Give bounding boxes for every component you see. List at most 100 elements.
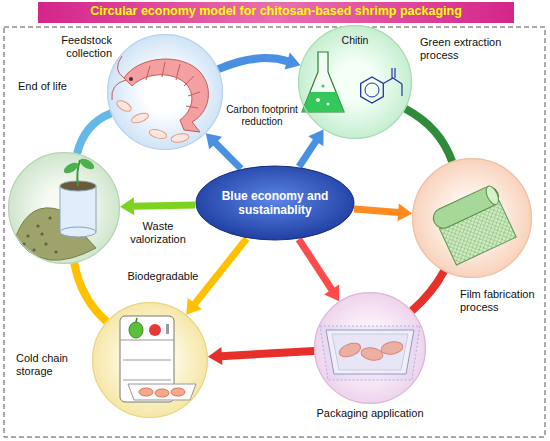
- arrow-head: [308, 130, 323, 147]
- circle-outline: [9, 153, 120, 264]
- circle-outline: [412, 158, 532, 278]
- flask-picture: [302, 52, 402, 112]
- illustration-part: [166, 324, 169, 334]
- circle-outline: [93, 303, 208, 418]
- illustration-part: [62, 161, 80, 176]
- illustration-part: [302, 52, 344, 112]
- stage-disc: [298, 25, 412, 139]
- connector-line: [194, 239, 246, 305]
- circle-outline: [92, 302, 208, 418]
- arrow-head: [398, 203, 413, 221]
- tray-picture: [320, 326, 420, 380]
- illustration-part: [149, 324, 161, 336]
- fridge-picture: [120, 316, 196, 402]
- compost-picture: [16, 157, 96, 261]
- illustration-part: [171, 388, 185, 396]
- illustration-part: [60, 186, 96, 232]
- hub-ellipse-shape: [196, 166, 354, 240]
- illustration-part: [60, 227, 96, 237]
- circle-outline: [299, 26, 412, 139]
- illustration-part: [365, 83, 379, 97]
- illustration-part: [139, 388, 153, 396]
- stage-circle: Packaging application: [314, 292, 426, 404]
- connector-line: [133, 205, 195, 206]
- circle-outline: [107, 34, 223, 150]
- illustration-part: [120, 340, 174, 380]
- dashed-frame: [4, 27, 545, 437]
- connector-label: Biodegradable: [121, 270, 205, 283]
- connector-line: [221, 351, 314, 356]
- arrow-head: [120, 197, 134, 215]
- illustration-part: [36, 224, 39, 227]
- illustration-part: [40, 232, 43, 235]
- illustration-part: [130, 111, 150, 125]
- circle-outline: [108, 35, 223, 150]
- stage-circle: Feedstock collection: [107, 34, 223, 150]
- circle-outline: [413, 159, 532, 278]
- connector-label: Waste valorization: [126, 220, 190, 246]
- connector-line: [299, 239, 332, 290]
- connector-line: [215, 142, 241, 168]
- stage-circle: Film fabrication process: [412, 158, 532, 278]
- illustration-part: [148, 128, 167, 140]
- connector-arrow: [354, 203, 412, 221]
- connector-arrow: [120, 197, 195, 215]
- illustration-part: [78, 157, 96, 172]
- illustration-part: [322, 85, 325, 88]
- illustration-part: [54, 250, 57, 253]
- node-label: Feedstock collection: [50, 34, 112, 60]
- connector-arrow: [405, 109, 452, 162]
- stage-disc: [412, 158, 532, 278]
- arrow-head: [186, 298, 202, 315]
- illustration-part: [430, 184, 502, 232]
- illustration-part: [128, 384, 196, 400]
- illustration-part: [32, 248, 35, 251]
- connector-line: [299, 140, 316, 166]
- node-label: Film fabrication process: [460, 288, 542, 314]
- connector-arrow: [412, 271, 444, 311]
- stage-circle: Green extraction processChitin: [298, 25, 412, 139]
- connector-arrow: [299, 130, 324, 167]
- arrow-head: [324, 285, 339, 302]
- connector-arrow: [206, 133, 241, 168]
- arrow-head: [206, 133, 222, 149]
- stage-circle: Cold chain storage: [92, 302, 208, 418]
- node-label: Cold chain storage: [16, 352, 86, 378]
- arrow-head: [285, 52, 301, 69]
- connector-line: [405, 109, 452, 162]
- illustration-part: [129, 322, 143, 338]
- illustration-part: [327, 103, 330, 106]
- connector-arrow: [218, 52, 300, 69]
- illustration-part: [361, 77, 384, 103]
- node-sublabel: Chitin: [325, 34, 385, 47]
- illustration-part: [320, 326, 420, 380]
- stage-circle: End of life: [8, 152, 120, 264]
- stage-disc: [107, 34, 223, 150]
- illustration-part: [302, 92, 344, 112]
- illustration-part: [170, 132, 189, 143]
- illustration-part: [383, 68, 402, 96]
- film-roll-picture: [430, 184, 518, 266]
- connector-arrow: [208, 347, 314, 365]
- title-bar: [38, 2, 514, 23]
- hub-ellipse: Blue economy and sustainablity: [195, 165, 355, 241]
- illustration-part: [484, 184, 502, 206]
- node-label: End of life: [18, 80, 88, 93]
- node-label: Green extraction process: [420, 36, 520, 62]
- illustration-part: [155, 389, 169, 397]
- circle-outline: [315, 293, 426, 404]
- illustration-part: [146, 62, 200, 108]
- connector-arrow: [74, 263, 106, 321]
- arrow-head: [208, 347, 222, 365]
- title-text: Circular economy model for chitosan-base…: [38, 4, 514, 19]
- illustration-part: [48, 216, 51, 219]
- connector-line: [412, 271, 444, 311]
- connector-label: Carbon footprint reduction: [222, 104, 302, 128]
- illustration-part: [124, 59, 208, 132]
- connector-line: [218, 58, 288, 69]
- illustration-part: [129, 77, 133, 81]
- circle-outline: [314, 292, 426, 404]
- connector-line: [354, 209, 399, 212]
- connector-arrow: [77, 113, 111, 153]
- stage-disc: [314, 292, 426, 404]
